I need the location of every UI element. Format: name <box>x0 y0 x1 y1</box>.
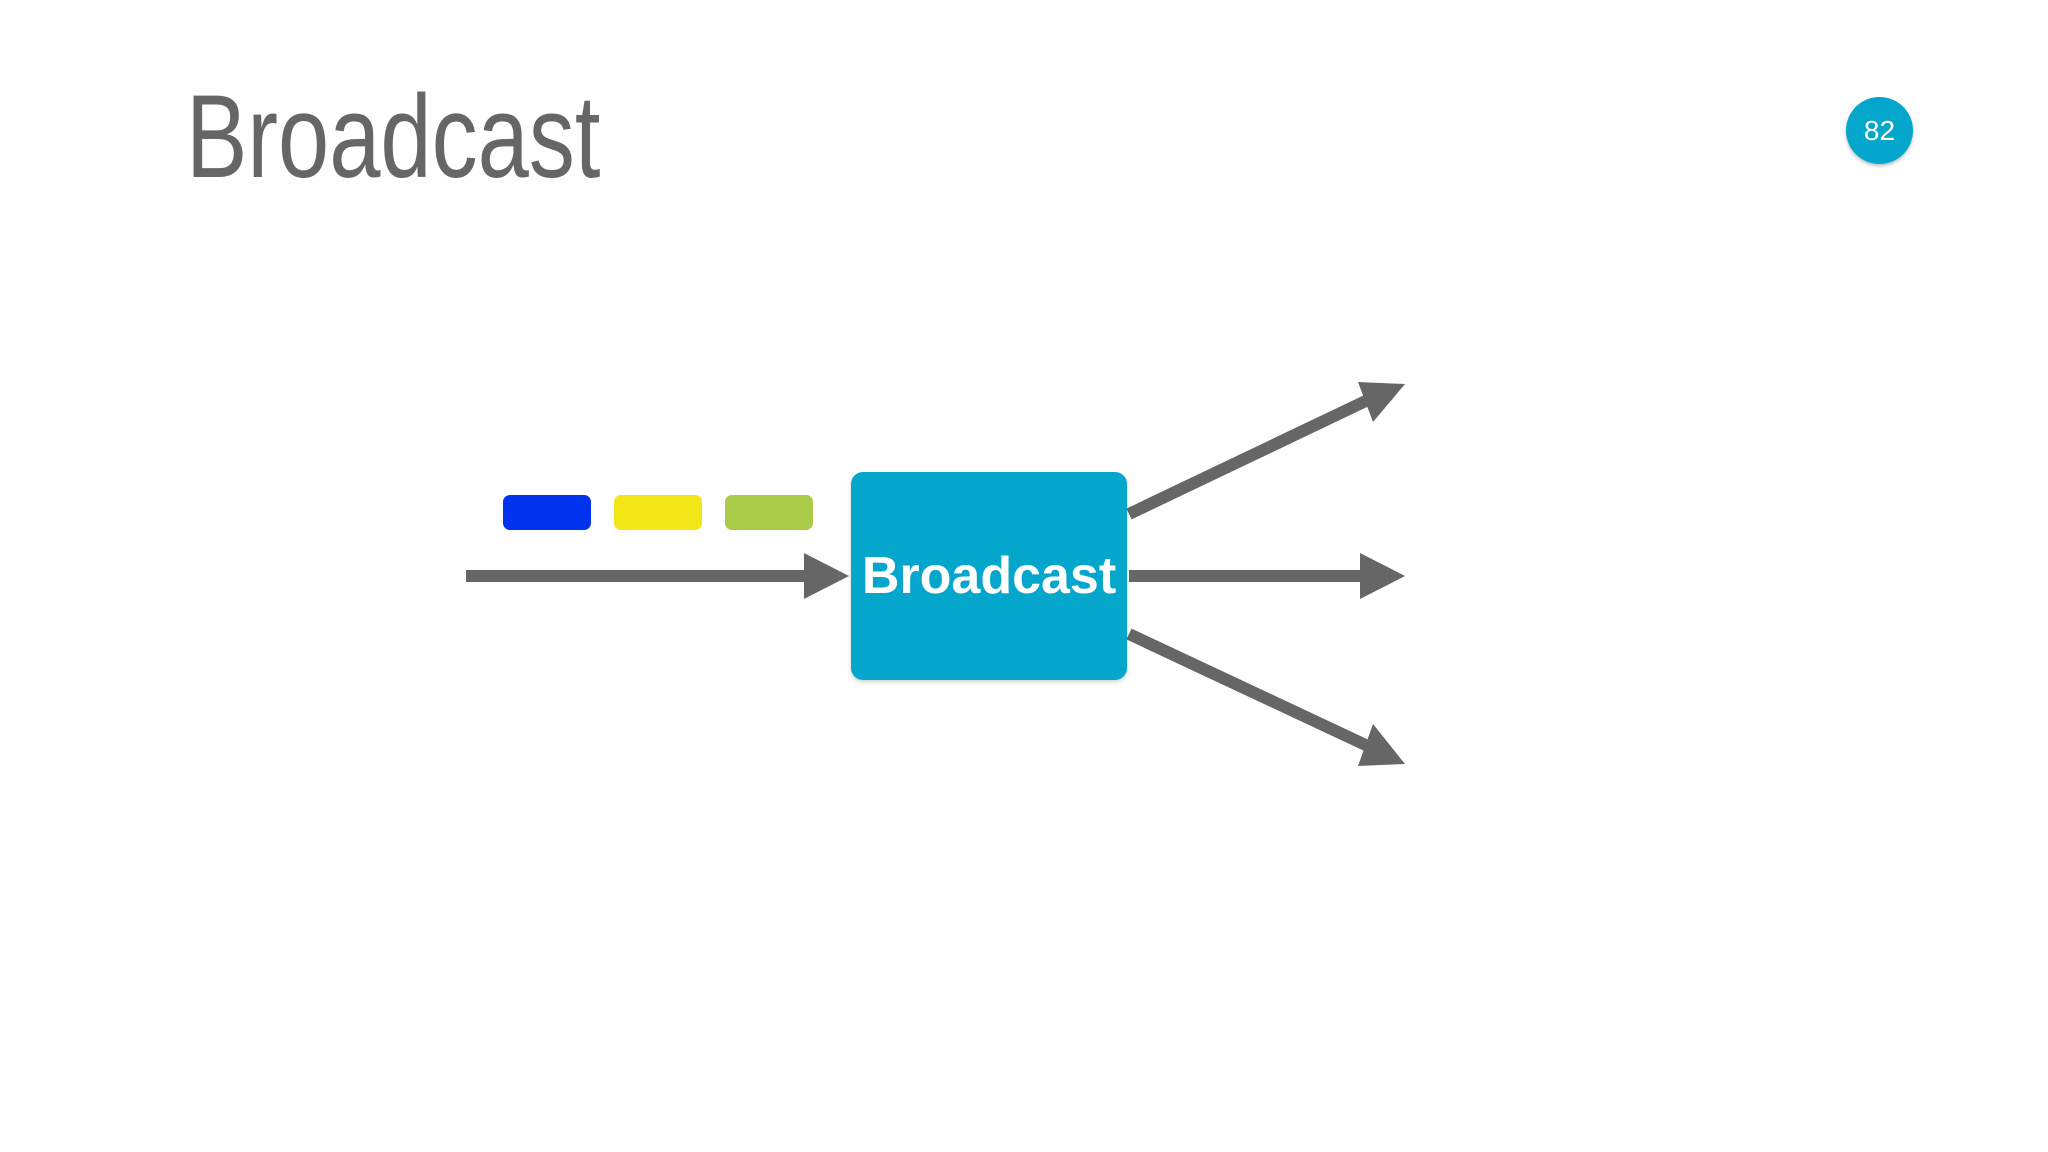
page-number-badge: 82 <box>1846 97 1913 164</box>
input-arrow <box>466 553 849 599</box>
message-green <box>725 495 813 530</box>
output-arrow-down <box>1126 628 1405 766</box>
message-blue <box>503 495 591 530</box>
broadcast-node-label: Broadcast <box>861 547 1117 605</box>
message-yellow <box>614 495 702 530</box>
broadcast-node: Broadcast <box>851 472 1127 680</box>
slide-title: Broadcast <box>186 71 601 203</box>
output-arrow-up <box>1126 382 1405 520</box>
output-arrow-straight <box>1129 553 1405 599</box>
